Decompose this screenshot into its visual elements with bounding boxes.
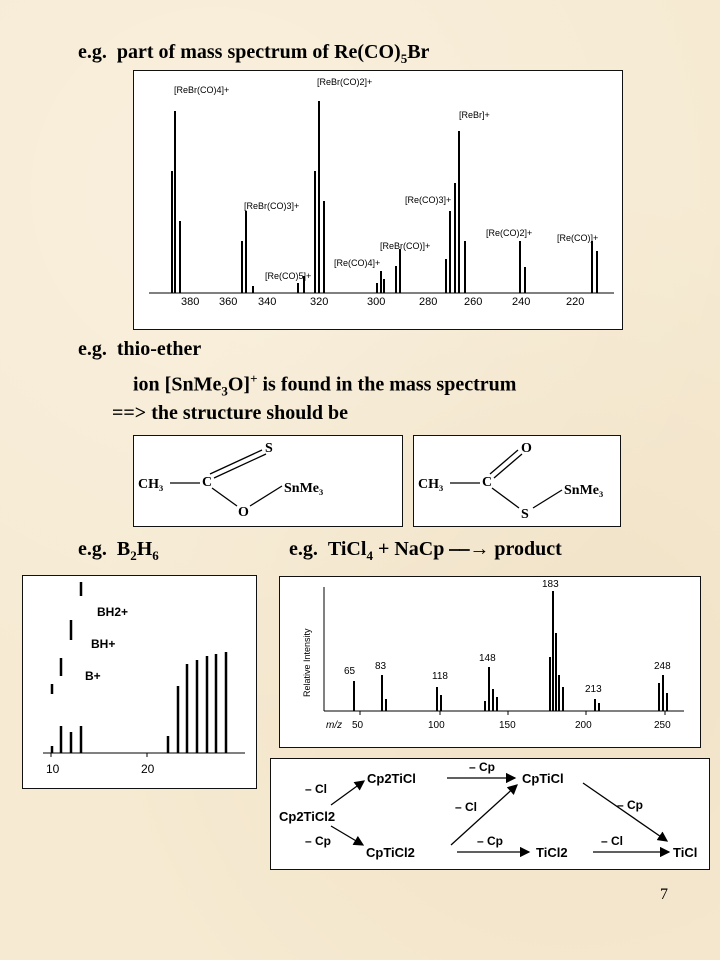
heading-tail: Br xyxy=(407,41,430,63)
node-ticl: TiCl xyxy=(673,845,697,860)
ion-statement: ion [SnMe3O]+ is found in the mass spect… xyxy=(133,371,516,400)
x-tick: 320 xyxy=(310,296,328,308)
peak-label: [ReBr(CO)]+ xyxy=(380,241,430,251)
y-axis-label: Relative Intensity xyxy=(302,628,312,697)
structure-incorrect: O CH₃ C S SnMe₃ xyxy=(413,435,621,527)
re-co-br-spectrum-panel: 380 360 340 320 300 280 260 240 220 [ReB… xyxy=(133,70,623,330)
label-b-plus: B+ xyxy=(85,669,101,683)
label-bh-plus: BH+ xyxy=(91,637,115,651)
formula-b-sub: 2 xyxy=(130,548,137,563)
x-tick: 20 xyxy=(141,762,155,776)
peak-label: [Re(CO)2]+ xyxy=(486,228,532,238)
peak-label: 83 xyxy=(375,661,387,672)
eg-label: e.g. xyxy=(78,41,107,63)
x-tick: 380 xyxy=(181,296,199,308)
x-tick: 300 xyxy=(367,296,385,308)
label-bh2-plus: BH2+ xyxy=(97,605,128,619)
x-tick: 100 xyxy=(428,720,445,731)
x-tick: 150 xyxy=(499,720,516,731)
page-number: 7 xyxy=(660,886,668,903)
ion-mid: O] xyxy=(227,373,251,396)
peak-label: 183 xyxy=(542,579,559,590)
node-cpticl: CpTiCl xyxy=(522,771,564,786)
peak-label: 248 xyxy=(654,661,671,672)
re-co-br-spectrum: 380 360 340 320 300 280 260 240 220 [ReB… xyxy=(149,77,614,308)
structure-conclusion: ==> the structure should be xyxy=(112,402,349,424)
eg-label: e.g. xyxy=(289,538,318,560)
heading-sub: 5 xyxy=(400,51,408,66)
arrow-label: – Cl xyxy=(455,800,477,814)
peak-label: [Re(CO)3]+ xyxy=(405,195,451,205)
atom-s: S xyxy=(521,507,529,522)
arrow-label: – Cl xyxy=(305,782,327,796)
atom-o: O xyxy=(238,505,249,520)
heading-b2h6: e.g. B2H6 xyxy=(78,538,159,564)
x-tick: 240 xyxy=(512,296,530,308)
ion-sup: + xyxy=(250,371,258,386)
peak-label: 118 xyxy=(432,671,448,682)
x-tick: 10 xyxy=(46,762,60,776)
peak-label: [Re(CO)5]+ xyxy=(265,271,311,281)
atom-ch3: CH₃ xyxy=(138,477,163,492)
ion-post: is found in the mass spectrum xyxy=(257,373,517,396)
ticl-spectrum-panel: Relative Intensity xyxy=(279,576,701,748)
atom-c: C xyxy=(202,475,212,490)
eg-label: e.g. xyxy=(78,338,107,360)
peak-label: [ReBr(CO)3]+ xyxy=(244,201,299,211)
ion-sub: 3 xyxy=(221,383,228,399)
x-tick: 280 xyxy=(419,296,437,308)
heading-mass-spectrum-re: e.g. part of mass spectrum of Re(CO)5Br xyxy=(78,41,429,67)
formula-ticl: TiCl xyxy=(327,538,367,560)
heading-thio-ether: e.g. thio-ether xyxy=(78,338,201,361)
formula-b: B xyxy=(116,538,131,560)
peak-label: 65 xyxy=(344,666,356,677)
atom-o: O xyxy=(521,441,532,456)
arrow-label: – Cl xyxy=(601,834,623,848)
reaction-rest: + NaCp ⎯⎯→ product xyxy=(372,538,562,560)
atom-snme3: SnMe₃ xyxy=(284,481,323,496)
x-tick: 250 xyxy=(654,720,671,731)
atom-snme3: SnMe₃ xyxy=(564,483,603,498)
formula-h: H xyxy=(136,538,153,560)
x-tick: 50 xyxy=(352,720,364,731)
formula-ticl-sub: 4 xyxy=(366,548,373,563)
peak-label: [Re(CO)4]+ xyxy=(334,258,380,268)
heading-text: thio-ether xyxy=(116,338,202,360)
peak-label: [ReBr]+ xyxy=(459,110,490,120)
peak-label: 148 xyxy=(479,653,496,664)
peak-label: [ReBr(CO)2]+ xyxy=(317,77,372,87)
x-tick: 260 xyxy=(464,296,482,308)
atom-s: S xyxy=(265,441,273,456)
x-tick: 360 xyxy=(219,296,237,308)
x-tick: 340 xyxy=(258,296,276,308)
node-cp2ticl2: Cp2TiCl2 xyxy=(279,809,335,824)
peak-label: [Re(CO)]+ xyxy=(557,233,598,243)
arrow-label: – Cp xyxy=(617,798,643,812)
atom-c: C xyxy=(482,475,492,490)
peak-label: [ReBr(CO)4]+ xyxy=(174,85,229,95)
formula-h-sub: 6 xyxy=(152,548,159,563)
arrow-label: – Cp xyxy=(469,760,495,774)
heading-text: part of mass spectrum of Re(CO) xyxy=(116,41,401,63)
node-cpticl2: CpTiCl2 xyxy=(366,845,415,860)
peak-label: 213 xyxy=(585,684,602,695)
node-ticl2: TiCl2 xyxy=(536,845,568,860)
structure-correct: S CH₃ C O SnMe₃ xyxy=(133,435,403,527)
b2h6-spectrum-panel: 10 20 BH2+ BH+ B+ xyxy=(22,575,257,789)
eg-label: e.g. xyxy=(78,538,107,560)
node-cp2ticl: Cp2TiCl xyxy=(367,771,416,786)
heading-ticl4: e.g. TiCl4 + NaCp ⎯⎯→ product xyxy=(289,538,562,564)
x-tick: 220 xyxy=(566,296,584,308)
fragmentation-scheme-panel: Cp2TiCl2 Cp2TiCl CpTiCl CpTiCl2 TiCl2 Ti… xyxy=(270,758,710,870)
x-axis-label: m/z xyxy=(326,720,342,731)
x-tick: 200 xyxy=(575,720,592,731)
atom-ch3: CH₃ xyxy=(418,477,443,492)
ion-pre: ion [SnMe xyxy=(133,373,222,396)
arrow-label: – Cp xyxy=(305,834,331,848)
arrow-label: – Cp xyxy=(477,834,503,848)
